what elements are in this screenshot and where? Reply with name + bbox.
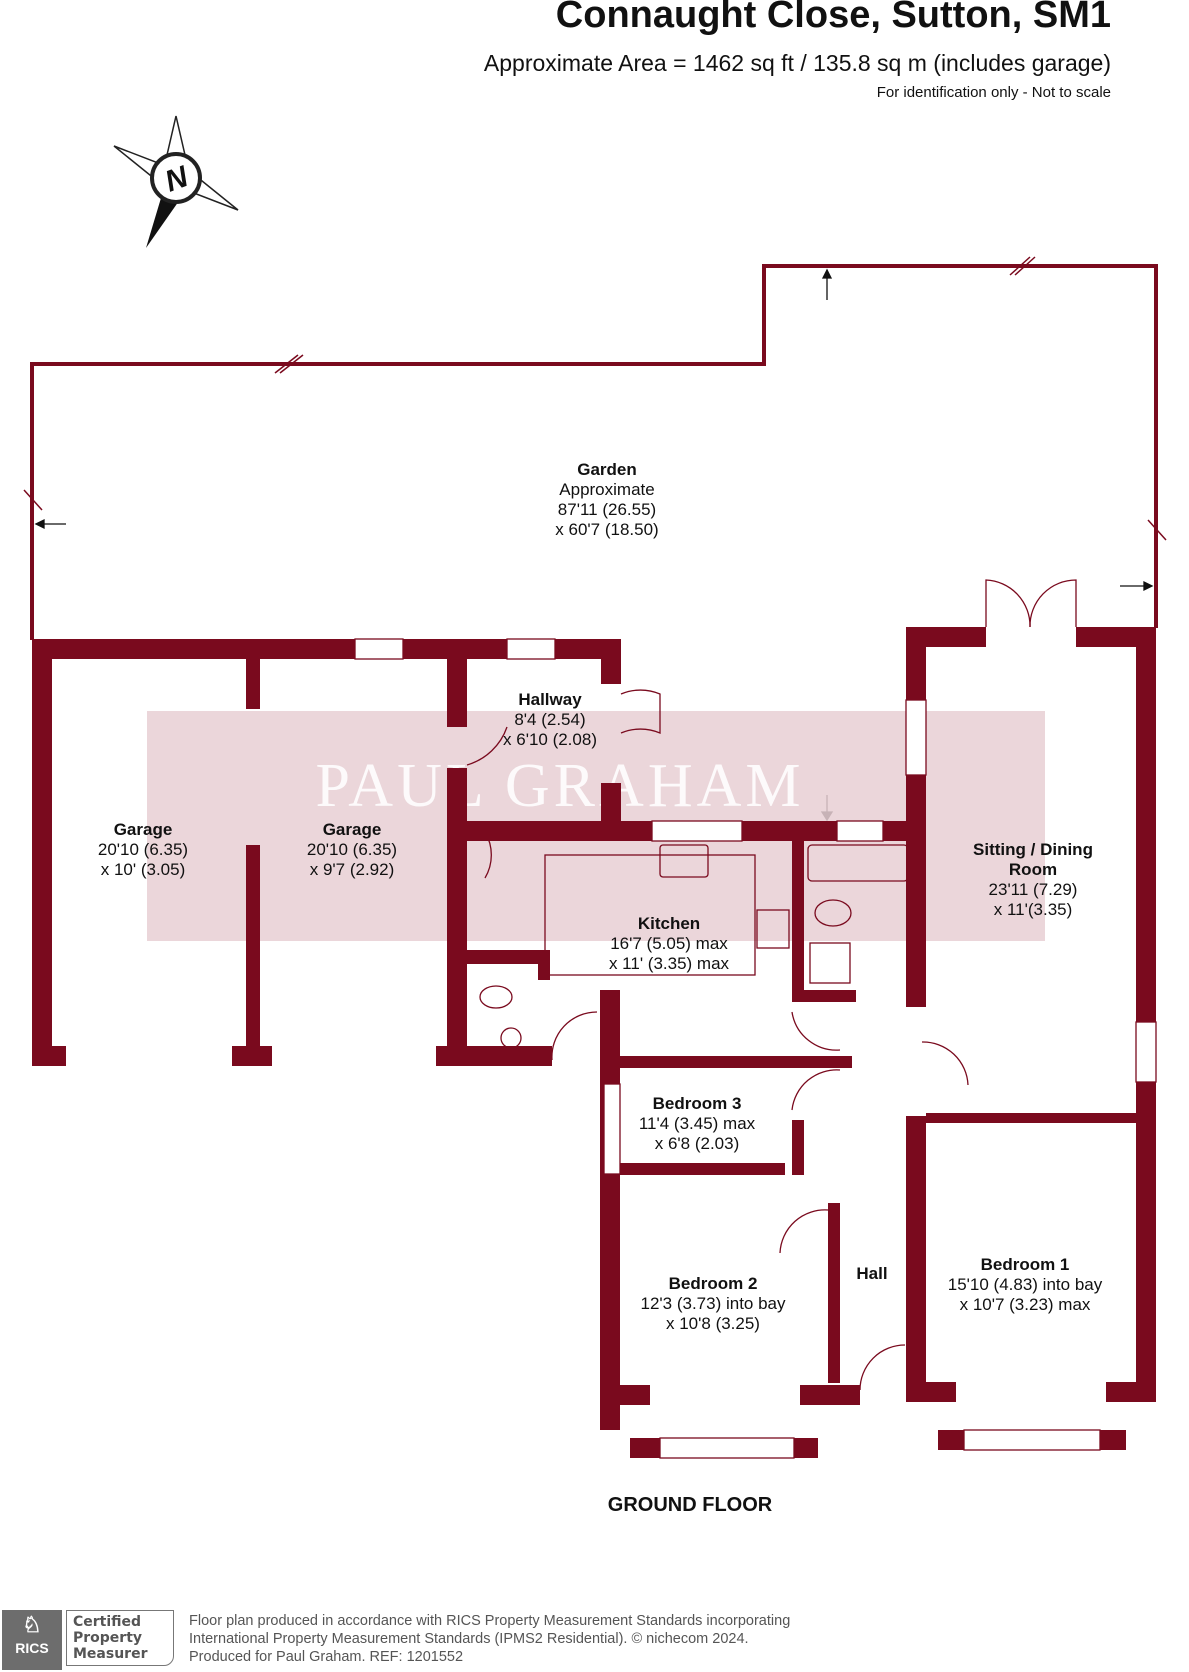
watermark-text: PAUL GRAHAM — [316, 752, 805, 820]
lion-icon: ♘ — [22, 1612, 42, 1637]
room-label-hall: Hall — [856, 1264, 888, 1283]
area-summary: Approximate Area = 1462 sq ft / 135.8 sq… — [483, 50, 1111, 76]
garden-boundary — [30, 264, 1158, 640]
page-title: Connaught Close, Sutton, SM1 — [555, 0, 1111, 36]
disclaimer: For identification only - Not to scale — [876, 84, 1111, 101]
compass-icon: N — [113, 115, 239, 248]
floor-label: GROUND FLOOR — [607, 1494, 773, 1516]
windows — [354, 638, 1157, 1459]
door-swings — [466, 579, 1077, 1391]
footer-notes: Floor plan produced in accordance with R… — [189, 1613, 791, 1665]
rics-logo: ♘ RICS — [2, 1610, 62, 1670]
